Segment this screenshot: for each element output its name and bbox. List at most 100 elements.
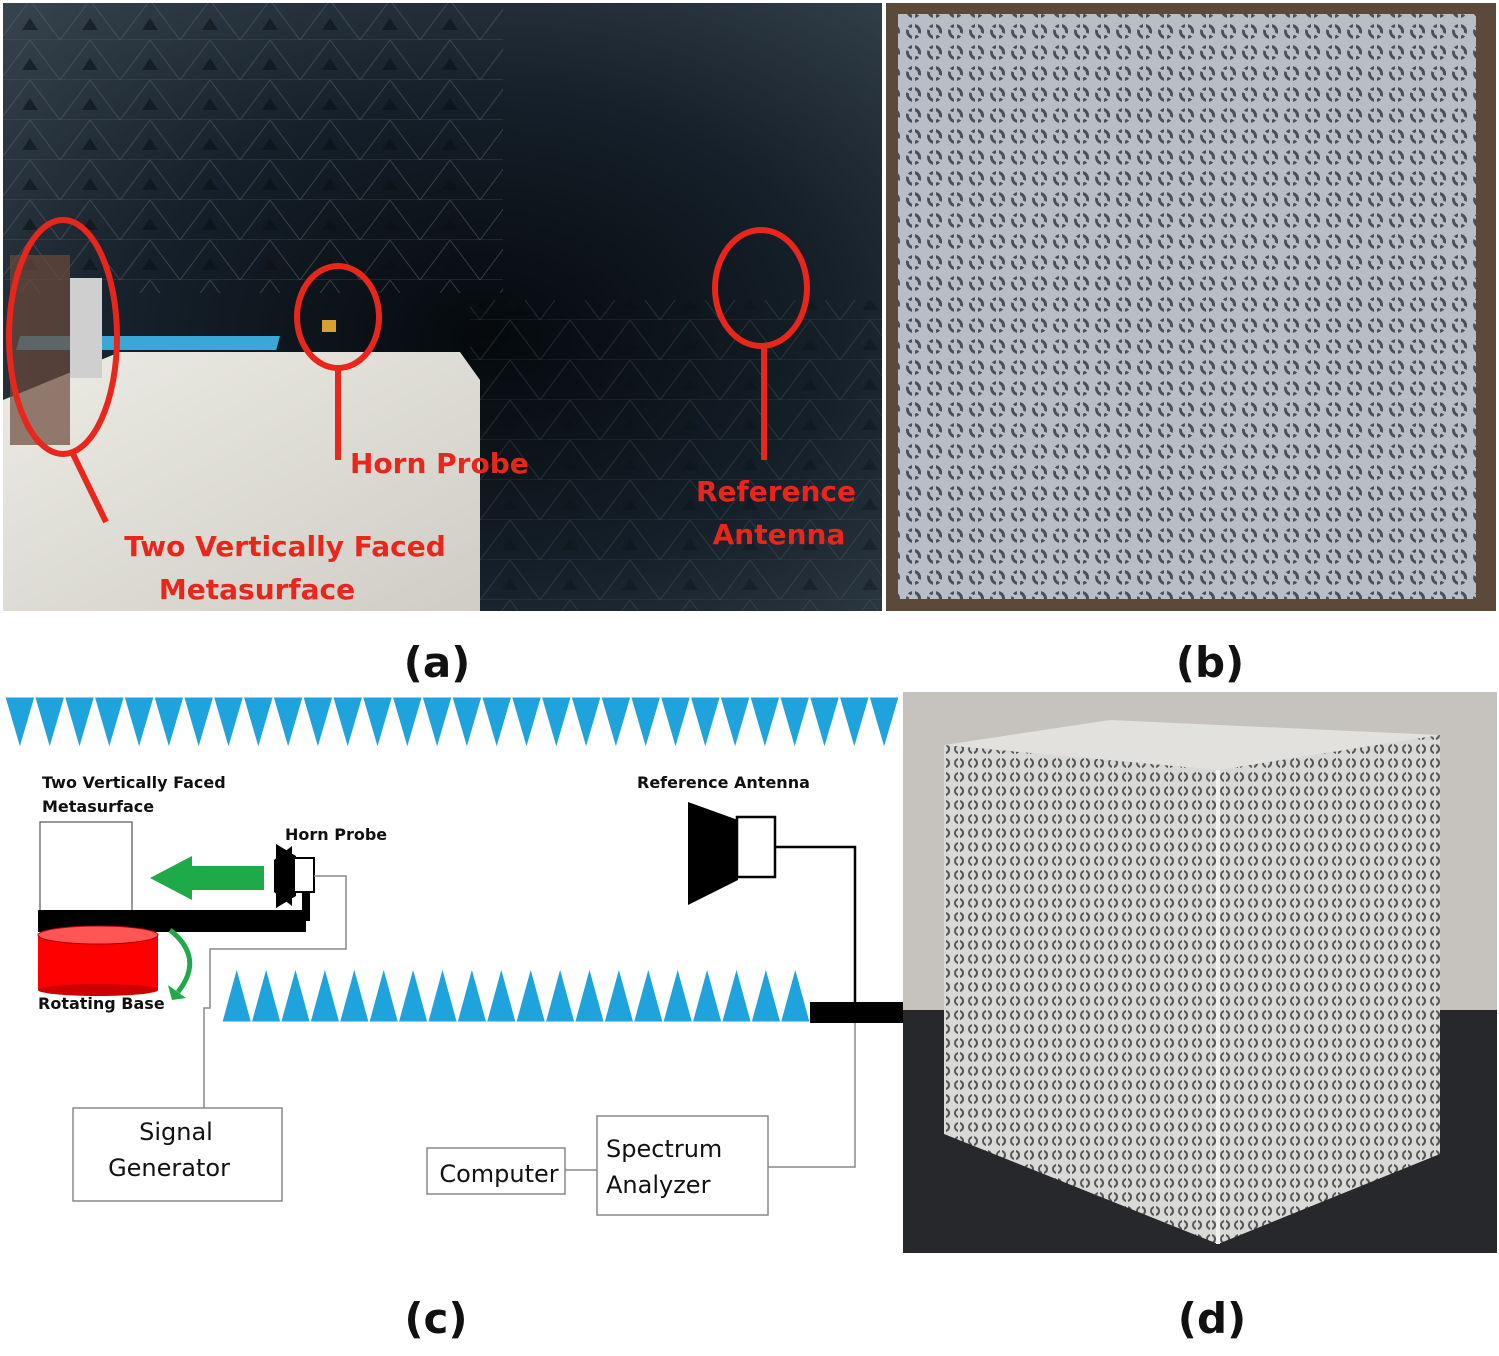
rotating-base	[37, 925, 159, 996]
absorber-wedge	[451, 696, 483, 750]
metasurface-label-line2: Metasurface	[42, 797, 154, 816]
spectrum-analyzer-label-line1: Spectrum	[606, 1135, 722, 1163]
absorber-wedge	[427, 966, 458, 1023]
horn-probe-label: Horn Probe	[285, 825, 387, 844]
absorber-wedge	[515, 966, 547, 1023]
wave-direction-arrow	[150, 856, 264, 900]
antenna-mast	[810, 1002, 905, 1023]
signal-generator-box	[72, 1107, 283, 1202]
reference-antenna-cable	[775, 845, 857, 1002]
signal-generator-label-line2: Generator	[108, 1154, 230, 1182]
metasurface-frame	[10, 255, 70, 445]
metasurface-block	[39, 821, 133, 913]
absorber-wedge	[456, 966, 488, 1023]
chamber-wall-texture	[3, 3, 503, 293]
absorber-wedge	[280, 966, 311, 1023]
metasurface-leader-line	[69, 450, 109, 524]
analyzer-mast-cable	[768, 1023, 856, 1168]
absorber-wedge	[574, 966, 605, 1023]
bottom-absorber-row	[221, 966, 811, 1023]
photo-d	[903, 692, 1497, 1253]
absorber-wedge	[750, 966, 782, 1023]
rotating-base-label: Rotating Base	[38, 994, 165, 1013]
top-absorber-row	[4, 696, 900, 750]
absorber-wedge	[659, 696, 692, 750]
absorber-wedge	[183, 696, 215, 750]
reference-antenna-annotation-line2: Antenna	[713, 518, 846, 551]
computer-label: Computer	[439, 1160, 558, 1188]
absorber-wedge	[603, 966, 635, 1023]
absorber-wedge	[600, 696, 632, 750]
horn-probe-annotation: Horn Probe	[350, 447, 529, 480]
absorber-wedge	[481, 696, 513, 750]
reference-antenna-annotation-line1: Reference	[696, 475, 856, 508]
absorber-wedge	[242, 696, 274, 750]
absorber-wedge	[338, 966, 370, 1023]
horn-probe-object	[322, 320, 336, 332]
metasurface-board	[898, 14, 1476, 599]
absorber-wedge	[632, 966, 664, 1023]
metasurface-sample	[70, 278, 102, 378]
rotating-base-bottom	[38, 984, 158, 996]
absorber-wedge	[421, 696, 453, 750]
absorber-wedge	[630, 696, 662, 750]
absorber-wedge	[250, 966, 282, 1023]
metasurface-annotation-line1: Two Vertically Faced	[124, 530, 446, 563]
photo-b	[886, 3, 1496, 611]
absorber-wedge	[719, 696, 751, 750]
rotation-arrow-head	[168, 985, 186, 1000]
absorber-wedge	[212, 696, 245, 750]
absorber-wedge	[391, 696, 423, 750]
spectrum-analyzer-label-line2: Analyzer	[606, 1171, 711, 1199]
signal-generator-label-line1: Signal	[139, 1118, 213, 1146]
absorber-wedge	[63, 696, 96, 750]
absorber-wedge	[4, 696, 36, 750]
reference-antenna-symbol	[688, 802, 777, 905]
absorber-wedge	[309, 966, 341, 1023]
absorber-wedge	[570, 696, 602, 750]
photo-a: Two Vertically Faced Metasurface Horn Pr…	[3, 3, 882, 611]
absorber-wedge	[808, 696, 841, 750]
diagram-c: Two Vertically Faced Metasurface Rotatin…	[4, 696, 905, 1216]
absorber-wedge	[510, 696, 543, 750]
rotating-base-top	[37, 925, 159, 945]
absorber-wedge	[540, 696, 572, 750]
absorber-wedge	[749, 696, 781, 750]
absorber-wedge	[34, 696, 66, 750]
absorber-wedge	[779, 966, 811, 1023]
panel-label-d: (d)	[1178, 1294, 1246, 1343]
absorber-wedge	[779, 696, 811, 750]
absorber-wedge	[544, 966, 576, 1023]
panel-label-b: (b)	[1176, 638, 1244, 687]
absorber-wedge	[485, 966, 517, 1023]
absorber-wedge	[689, 696, 721, 750]
metasurface-label-line1: Two Vertically Faced	[42, 773, 226, 792]
corner-top-edge	[944, 720, 1440, 770]
absorber-wedge	[691, 966, 723, 1023]
metasurface-highlight-ellipse	[6, 217, 120, 457]
probe-cable	[203, 875, 347, 1108]
corner-right-face	[1218, 735, 1440, 1244]
absorber-wedge	[838, 696, 870, 750]
panel-label-a: (a)	[404, 638, 471, 687]
absorber-wedge	[302, 696, 334, 750]
absorber-wedge	[361, 696, 394, 750]
foam-block	[3, 352, 480, 611]
absorber-wedge	[397, 966, 429, 1023]
absorber-wedge	[221, 966, 253, 1023]
absorber-wedge	[368, 966, 400, 1023]
absorber-wedge	[93, 696, 125, 750]
absorber-wedge	[662, 966, 694, 1023]
absorber-wedge	[868, 696, 900, 750]
absorber-wedge	[721, 966, 752, 1023]
chamber-floor-texture	[470, 300, 882, 611]
spectrum-analyzer-box	[596, 1115, 769, 1216]
reference-antenna-label: Reference Antenna	[637, 773, 810, 792]
absorber-wedge	[123, 696, 155, 750]
computer-box	[426, 1147, 566, 1195]
rotation-arrow	[168, 928, 193, 994]
horn-probe-symbol	[274, 844, 315, 908]
panel-label-c: (c)	[404, 1294, 467, 1343]
metasurface-annotation-line2: Metasurface	[159, 573, 355, 606]
